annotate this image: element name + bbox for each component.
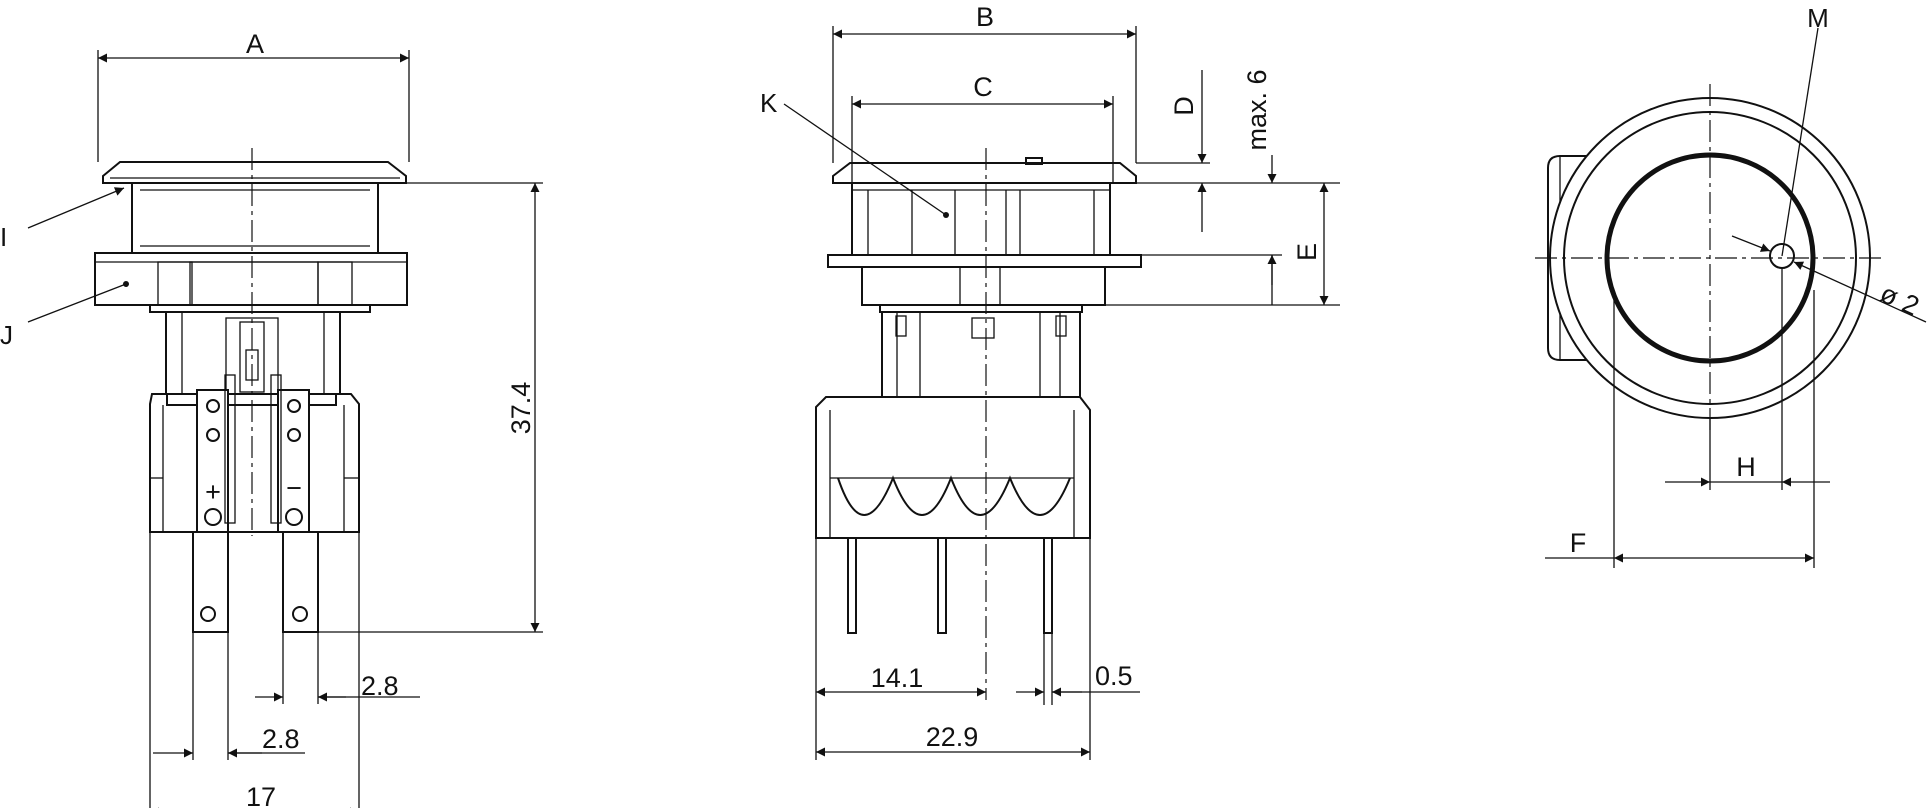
dim-body-depth: 22.9 bbox=[926, 722, 979, 752]
dim-pin-thickness: 0.5 bbox=[1095, 661, 1133, 691]
dim-hole-diameter: ø 2 bbox=[1876, 278, 1924, 321]
label-D: D bbox=[1169, 96, 1199, 116]
side-view-dimensions bbox=[783, 26, 1340, 760]
label-C: C bbox=[973, 72, 993, 102]
minus-terminal-mark: − bbox=[286, 473, 302, 503]
dim-body-width: 17 bbox=[246, 782, 276, 808]
label-M: M bbox=[1807, 3, 1829, 33]
label-A: A bbox=[246, 29, 264, 59]
label-J: J bbox=[0, 320, 13, 350]
side-view bbox=[815, 148, 1142, 700]
dim-pin-width-right: 2.8 bbox=[361, 671, 399, 701]
label-K: K bbox=[760, 88, 778, 118]
label-E: E bbox=[1292, 243, 1322, 261]
label-H: H bbox=[1736, 452, 1756, 482]
top-view bbox=[1535, 84, 1885, 432]
front-view bbox=[94, 148, 408, 633]
top-view-dimensions bbox=[1545, 27, 1927, 568]
dim-pin-offset: 14.1 bbox=[871, 663, 924, 693]
front-view-dimensions bbox=[27, 50, 543, 808]
label-F: F bbox=[1570, 528, 1587, 558]
label-B: B bbox=[976, 2, 994, 32]
dim-height-total: 37.4 bbox=[506, 382, 536, 435]
dim-max-travel: max. 6 bbox=[1242, 69, 1272, 150]
label-I: I bbox=[0, 222, 7, 252]
plus-terminal-mark: + bbox=[205, 477, 221, 507]
dim-pin-width-left: 2.8 bbox=[262, 724, 300, 754]
